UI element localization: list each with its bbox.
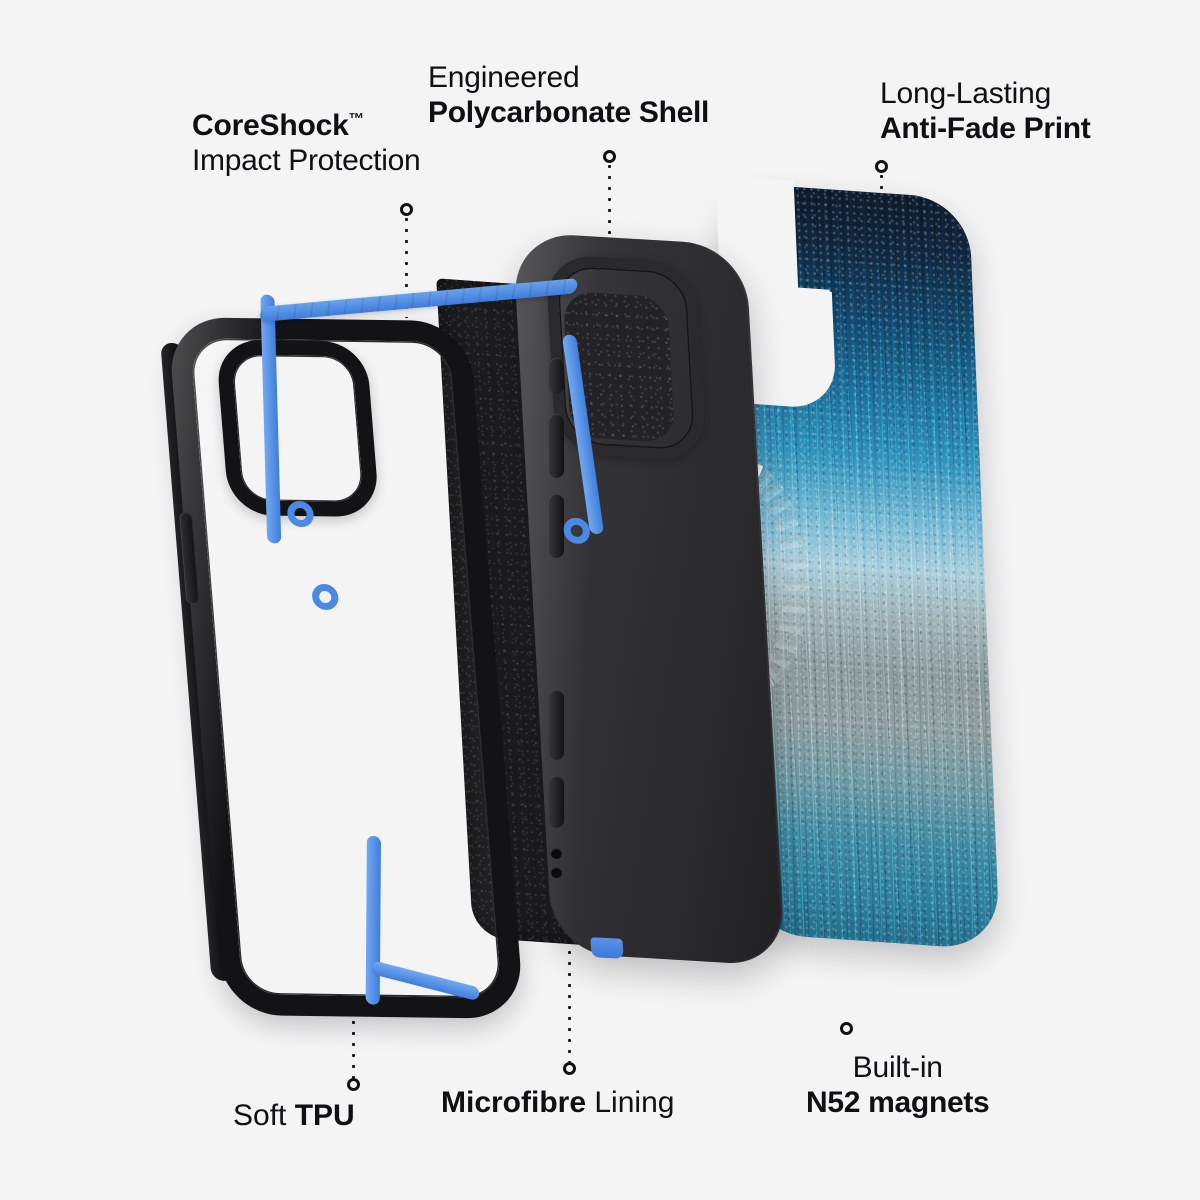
callout-polycarbonate-line2: Polycarbonate Shell bbox=[428, 96, 710, 130]
speaker-grille-holes bbox=[551, 848, 565, 894]
callout-n52: Built-in N52 magnets bbox=[806, 1050, 990, 1121]
leader-marker-tpu bbox=[347, 1078, 360, 1091]
magnet-segment bbox=[781, 556, 807, 571]
leader-marker-microfibre bbox=[563, 1062, 576, 1075]
callout-microfibre-bold: Microfibre bbox=[441, 1086, 587, 1119]
tpu-camera-cutout bbox=[215, 339, 381, 518]
magnet-segment bbox=[781, 599, 807, 614]
callout-polycarbonate: Engineered Polycarbonate Shell bbox=[428, 60, 709, 131]
callout-microfibre-regular: Lining bbox=[586, 1086, 675, 1119]
callout-coreshock-line2: Impact Protection bbox=[192, 144, 421, 178]
magnet-segment bbox=[783, 579, 808, 592]
button-cutout-volume-down bbox=[549, 494, 564, 558]
callout-antifade: Long-Lasting Anti-Fade Print bbox=[880, 76, 1091, 147]
leader-marker-coreshock bbox=[400, 203, 413, 216]
leader-dots-coreshock bbox=[405, 218, 408, 318]
callout-coreshock-line1: CoreShock™ bbox=[192, 109, 365, 142]
button-cutout-power bbox=[549, 690, 564, 760]
callout-tpu-regular: Soft bbox=[233, 1099, 295, 1132]
callout-coreshock: CoreShock™ Impact Protection bbox=[192, 108, 421, 179]
leader-marker-antifade bbox=[875, 160, 888, 173]
callout-tpu-bold: TPU bbox=[294, 1099, 355, 1132]
button-cutout-volume-up bbox=[549, 414, 564, 478]
leader-marker-n52 bbox=[840, 1022, 853, 1035]
leader-marker-polycarbonate bbox=[603, 150, 616, 163]
button-cutout-action bbox=[549, 776, 564, 828]
magnet-segment bbox=[772, 513, 800, 533]
callout-n52-line1: Built-in bbox=[852, 1051, 943, 1084]
leader-dots-polycarbonate bbox=[608, 165, 611, 253]
magnet-segment bbox=[778, 534, 804, 551]
layer-tpu-bumper bbox=[160, 278, 605, 1019]
callout-antifade-line1: Long-Lasting bbox=[880, 77, 1052, 110]
callout-antifade-line2: Anti-Fade Print bbox=[880, 112, 1091, 146]
layer-polycarbonate-shell bbox=[436, 231, 786, 978]
shell-blue-tab bbox=[590, 937, 624, 959]
leader-dots-microfibre bbox=[568, 940, 571, 1062]
callout-microfibre: Microfibre Lining bbox=[441, 1085, 674, 1120]
button-cutout-mute bbox=[549, 358, 564, 394]
trademark-symbol: ™ bbox=[348, 111, 365, 128]
tpu-blue-rail-bottom bbox=[365, 835, 382, 1006]
magnet-segment bbox=[778, 618, 805, 636]
leader-dots-tpu bbox=[352, 1010, 355, 1078]
callout-n52-line2: N52 magnets bbox=[806, 1086, 990, 1120]
shell-button-cutouts bbox=[549, 358, 567, 828]
callout-polycarbonate-line1: Engineered bbox=[428, 61, 580, 94]
callout-tpu: Soft TPU bbox=[233, 1098, 355, 1133]
